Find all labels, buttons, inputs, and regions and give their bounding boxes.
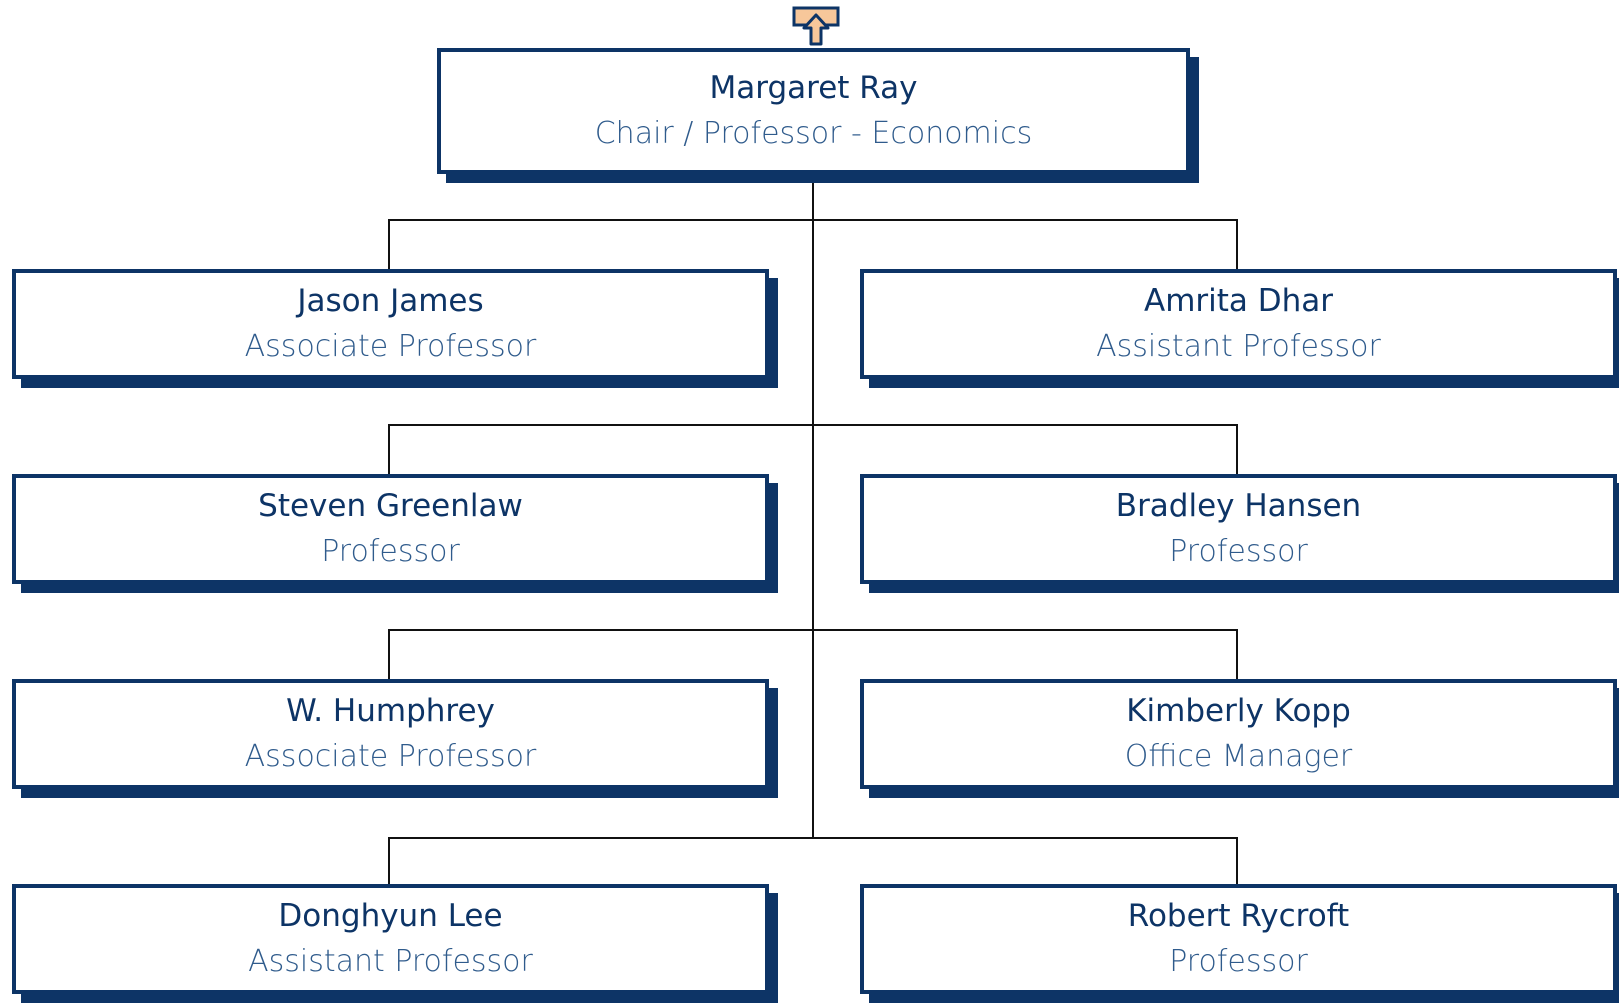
person-name: W. Humphrey — [286, 693, 495, 730]
person-title: Assistant Professor — [1096, 328, 1381, 364]
person-title: Professor — [1169, 533, 1308, 569]
up-arrow-icon — [792, 6, 840, 46]
person-title: Professor — [321, 533, 460, 569]
person-title: Chair / Professor - Economics — [594, 115, 1033, 151]
person-name: Jason James — [297, 283, 484, 320]
org-node-report[interactable]: W. Humphrey Associate Professor — [12, 679, 769, 789]
person-title: Associate Professor — [244, 738, 537, 774]
person-name: Donghyun Lee — [278, 898, 503, 935]
person-name: Kimberly Kopp — [1126, 693, 1351, 730]
org-node-report[interactable]: Steven Greenlaw Professor — [12, 474, 769, 584]
branch-row-4 — [388, 837, 1238, 884]
org-node-report[interactable]: Donghyun Lee Assistant Professor — [12, 884, 769, 994]
org-node-chair[interactable]: Margaret Ray Chair / Professor - Economi… — [437, 48, 1190, 174]
person-name: Steven Greenlaw — [258, 488, 523, 525]
person-title: Office Manager — [1124, 738, 1353, 774]
org-node-report[interactable]: Jason James Associate Professor — [12, 269, 769, 379]
person-name: Margaret Ray — [709, 70, 918, 107]
person-title: Associate Professor — [244, 328, 537, 364]
branch-row-2 — [388, 424, 1238, 474]
person-name: Amrita Dhar — [1143, 283, 1334, 320]
person-title: Assistant Professor — [248, 943, 533, 979]
org-node-report[interactable]: Amrita Dhar Assistant Professor — [860, 269, 1617, 379]
org-node-report[interactable]: Robert Rycroft Professor — [860, 884, 1617, 994]
branch-row-1 — [388, 219, 1238, 269]
person-name: Robert Rycroft — [1127, 898, 1350, 935]
person-title: Professor — [1169, 943, 1308, 979]
org-node-report[interactable]: Bradley Hansen Professor — [860, 474, 1617, 584]
org-node-report[interactable]: Kimberly Kopp Office Manager — [860, 679, 1617, 789]
branch-row-3 — [388, 629, 1238, 679]
navigate-up-button[interactable] — [792, 6, 840, 48]
person-name: Bradley Hansen — [1115, 488, 1362, 525]
